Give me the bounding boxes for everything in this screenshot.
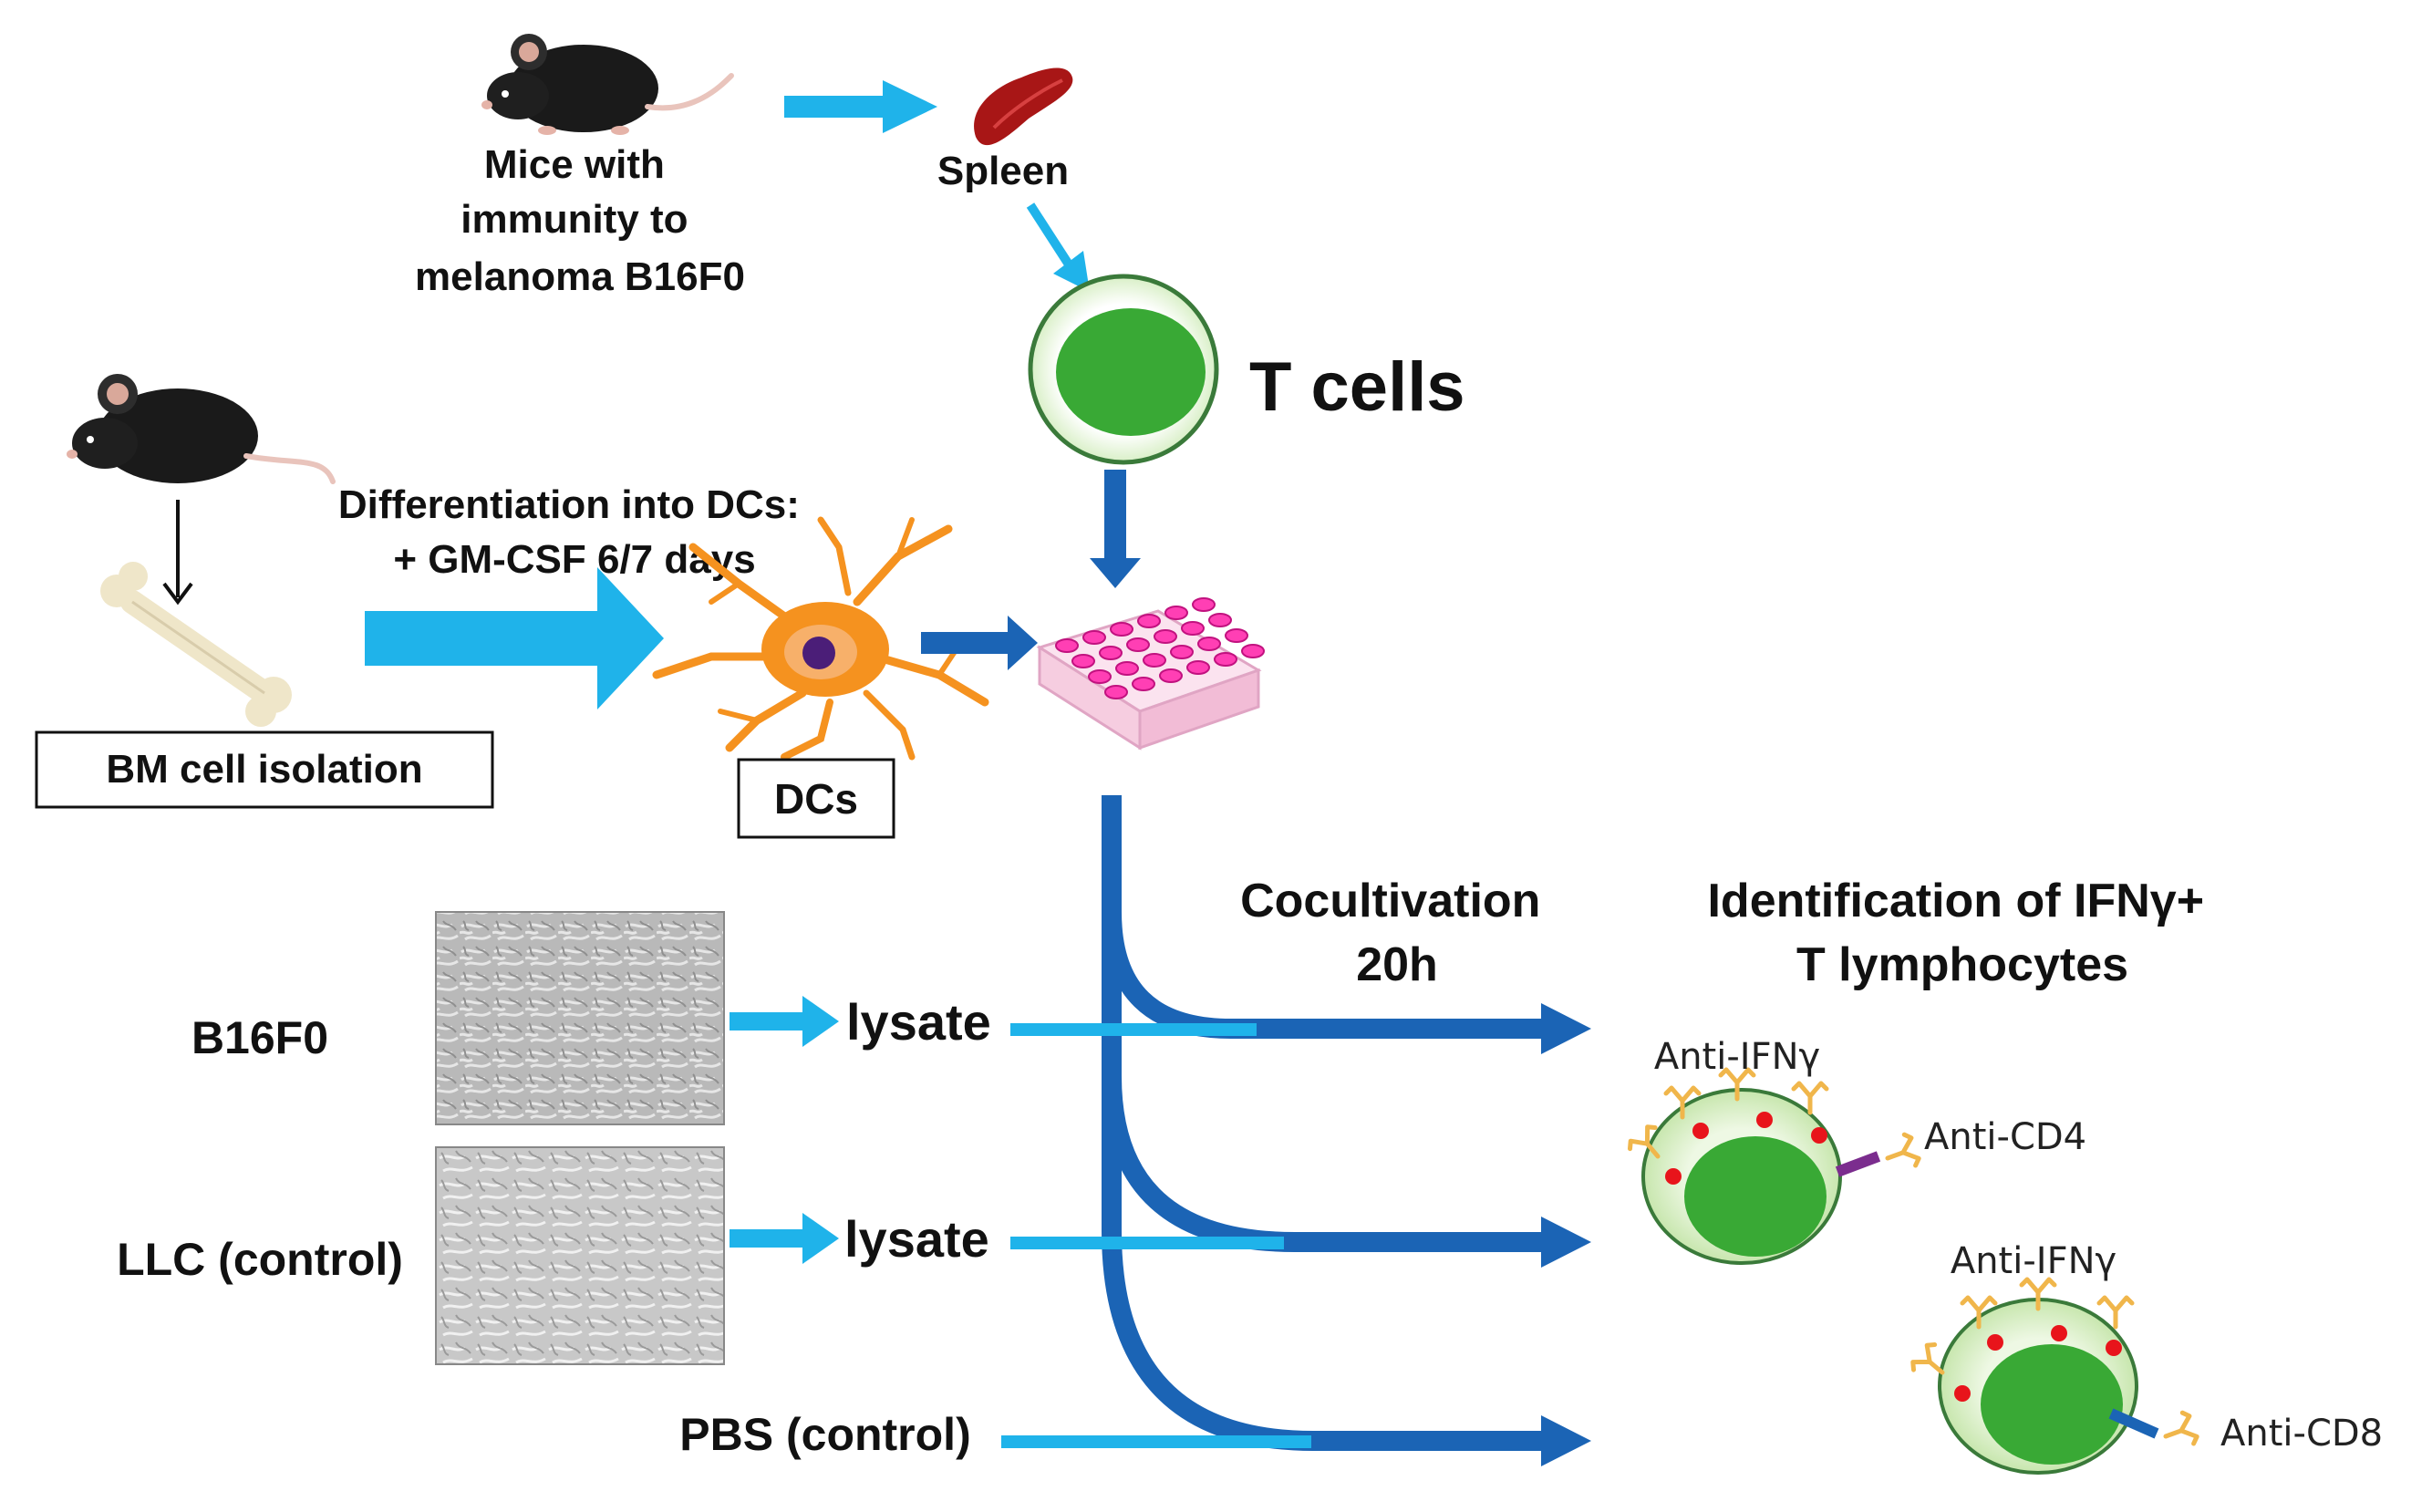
well xyxy=(1126,637,1150,652)
identification-label: Identification of IFNγ+ T lymphocytes xyxy=(1707,875,2217,991)
well-plate-icon xyxy=(1036,597,1265,751)
bm-isolation-label: BM cell isolation xyxy=(106,747,422,792)
pbs-label: PBS (control) xyxy=(679,1409,970,1460)
mouse-icon-donor xyxy=(67,374,336,484)
spleen-label: Spleen xyxy=(937,149,1069,193)
b16f0-lysate-line xyxy=(1010,1023,1257,1036)
t-cells-label: T cells xyxy=(1249,348,1465,426)
well xyxy=(1104,685,1128,699)
well xyxy=(1132,677,1155,691)
b16f0-label: B16F0 xyxy=(191,1012,328,1063)
cd4-anti-ifn-label: Anti-IFNγ xyxy=(1654,1036,1820,1078)
well xyxy=(1055,638,1079,653)
bone-icon xyxy=(100,562,292,727)
arrow-tcells-to-plate xyxy=(1090,470,1141,588)
pbs-line xyxy=(1001,1435,1311,1448)
differentiation-label: Differentiation into DCs: + GM-CSF 6/7 d… xyxy=(338,482,811,582)
well xyxy=(1154,629,1177,644)
well xyxy=(1181,621,1205,636)
well xyxy=(1099,646,1123,660)
arrow-dc-to-plate xyxy=(921,616,1038,670)
well xyxy=(1071,654,1095,668)
anti-cd8-label: Anti-CD8 xyxy=(2220,1413,2383,1455)
well xyxy=(1137,614,1161,628)
well xyxy=(1225,628,1248,643)
arrow-bm-to-dc xyxy=(365,567,664,709)
well xyxy=(1197,637,1221,651)
bm-isolation-box: BM cell isolation xyxy=(35,730,494,809)
well xyxy=(1170,645,1194,659)
spleen-icon xyxy=(974,67,1073,146)
well xyxy=(1241,644,1265,658)
branch-arrowheads xyxy=(1541,1003,1591,1466)
arrow-llc-to-lysate xyxy=(730,1213,839,1264)
arrow-mouse-to-bone xyxy=(162,500,193,606)
well xyxy=(1110,622,1133,637)
well xyxy=(1208,613,1232,627)
well xyxy=(1159,668,1183,683)
dcs-label: DCs xyxy=(774,775,858,823)
llc-lysate-line xyxy=(1010,1237,1284,1249)
dendritic-cell-body xyxy=(761,602,889,697)
cd8-anti-ifn-label: Anti-IFNγ xyxy=(1951,1240,2116,1282)
dcs-box: DCs xyxy=(737,758,895,839)
well xyxy=(1186,660,1210,675)
llc-label: LLC (control) xyxy=(117,1234,403,1285)
arrow-spleen-to-tcells xyxy=(1026,202,1090,292)
llc-micrograph-icon xyxy=(435,1146,725,1365)
cocultivation-label: Cocultivation 20h xyxy=(1240,875,1554,991)
arrow-mouse-to-spleen xyxy=(784,80,937,133)
well xyxy=(1143,653,1166,668)
arrow-b16f0-to-lysate xyxy=(730,996,839,1047)
well xyxy=(1214,652,1237,667)
well xyxy=(1088,669,1112,684)
cd8-tcell-icon xyxy=(1938,1298,2159,1475)
b16f0-lysate-label: lysate xyxy=(846,993,991,1051)
b16f0-micrograph-icon xyxy=(435,911,725,1125)
dendritic-cell-icon xyxy=(652,516,989,761)
well xyxy=(1115,661,1139,676)
well xyxy=(1192,597,1216,612)
well xyxy=(1164,606,1188,620)
t-cell-icon xyxy=(1028,274,1219,465)
mice-immune-label: Mice with immunity to melanoma B16F0 xyxy=(415,142,745,299)
anti-cd4-label: Anti-CD4 xyxy=(1924,1116,2086,1158)
cd4-tcell-icon xyxy=(1641,1088,1881,1265)
well xyxy=(1082,630,1106,645)
mouse-icon-immune xyxy=(481,34,734,135)
llc-lysate-label: lysate xyxy=(844,1210,989,1268)
